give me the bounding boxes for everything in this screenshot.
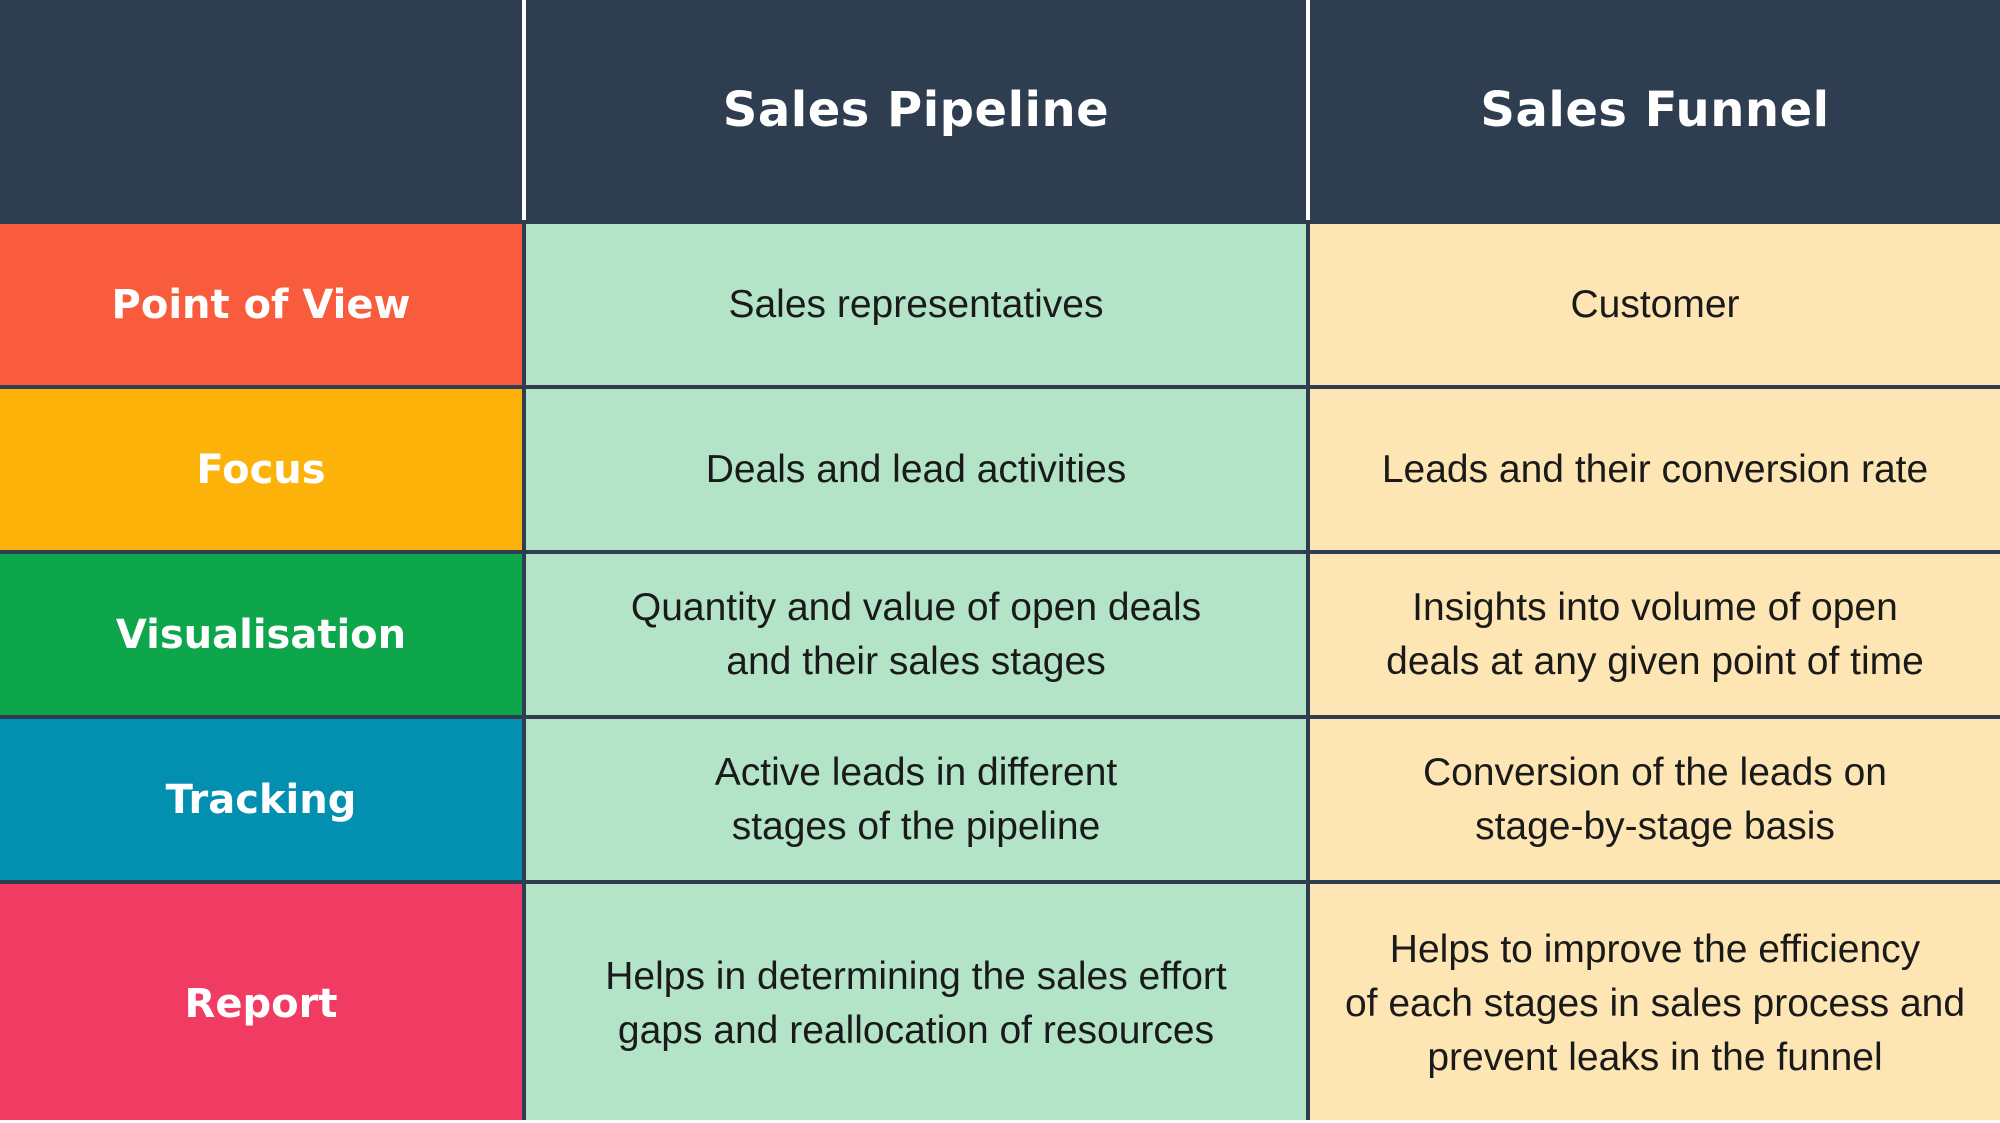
header-sales-pipeline: Sales Pipeline [526,0,1306,220]
column-divider [522,389,526,550]
funnel-cell: Leads and their conversion rate [1310,389,2000,550]
column-divider [1306,389,1310,550]
column-divider [1306,884,1310,1123]
column-divider [1306,224,1310,385]
header-divider [1306,0,1310,220]
row-label-visualisation: Visualisation [0,554,522,715]
row-divider [0,550,2000,554]
column-divider [522,224,526,385]
row-label-point-of-view: Point of View [0,224,522,385]
column-divider [522,719,526,880]
row-label-report: Report [0,884,522,1123]
column-divider [1306,719,1310,880]
column-divider [522,554,526,715]
row-divider [0,715,2000,719]
row-label-tracking: Tracking [0,719,522,880]
pipeline-cell: Sales representatives [526,224,1306,385]
column-divider [522,884,526,1123]
row-divider [0,880,2000,884]
funnel-cell: Customer [1310,224,2000,385]
header-divider [522,0,526,220]
column-divider [1306,554,1310,715]
header-sales-funnel: Sales Funnel [1310,0,2000,220]
row-divider [0,220,2000,224]
bottom-edge [0,1120,2000,1123]
row-divider [0,385,2000,389]
header-corner-cell [0,0,522,220]
pipeline-cell: Deals and lead activities [526,389,1306,550]
row-label-focus: Focus [0,389,522,550]
